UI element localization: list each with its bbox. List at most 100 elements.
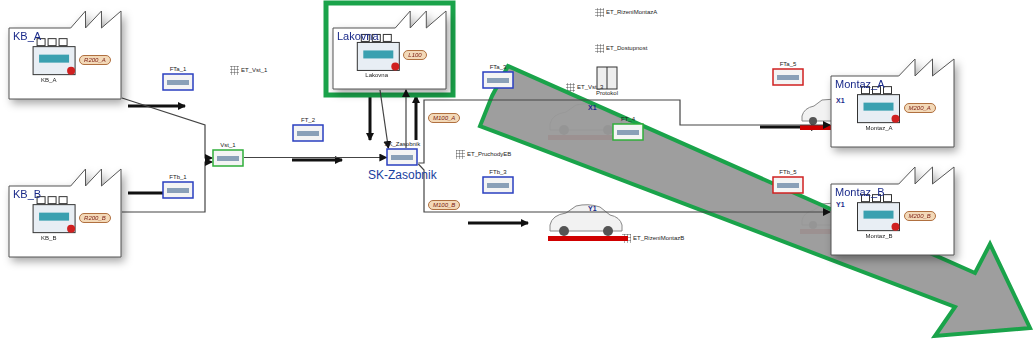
station-box: SK_ZasobnikSK-Zasobnik	[368, 141, 437, 182]
machine-icon	[884, 195, 892, 202]
station-icon	[482, 176, 514, 194]
car-label: X1	[836, 97, 845, 104]
resource-oval: M200_A	[904, 103, 936, 113]
station-label: FTa_3	[482, 64, 514, 70]
station-icon	[162, 73, 194, 91]
factory-shape	[9, 169, 121, 257]
station-label: FTb_5	[772, 169, 804, 175]
highlight-frame	[326, 3, 453, 95]
factory-sublabel: Montaz_B	[866, 233, 893, 239]
factory-outline	[830, 164, 955, 256]
protocol-label: Protokol	[596, 90, 618, 96]
station-box: Protokol	[596, 66, 618, 97]
factory-shape	[9, 11, 121, 99]
machine-icon	[39, 55, 69, 63]
station-frame	[773, 177, 803, 193]
factory-box: KB_AR200_AKB_A	[8, 8, 122, 100]
machine-icon	[864, 103, 894, 111]
element-label: ET_Vst_1	[241, 67, 267, 73]
station-label: FT_4	[612, 116, 644, 122]
element-label: ET_RizeniMontazA	[606, 9, 657, 15]
factory-box: KB_BR200_BKB_B	[8, 166, 122, 258]
factory-shape	[831, 59, 954, 147]
station-icon	[772, 68, 804, 86]
element-label: ET_RizeniMontazB	[633, 235, 684, 241]
conveyor	[617, 130, 639, 135]
machine-icon	[33, 205, 75, 233]
flow-connector	[122, 98, 212, 158]
conveyor	[777, 183, 799, 188]
conveyor	[487, 183, 509, 188]
element-label: ET_Dostupnost	[606, 45, 647, 51]
factory-title: KB_A	[13, 30, 41, 42]
buffer-title: SK-Zasobnik	[368, 168, 437, 182]
machine-icon	[67, 67, 75, 75]
machine-icon	[48, 197, 56, 204]
resource-oval: L100	[403, 50, 426, 60]
station-frame	[293, 125, 323, 141]
conveyor	[777, 75, 799, 80]
station-icon	[212, 149, 244, 167]
resource-oval: M200_B	[904, 211, 936, 221]
car-label: Y1	[836, 201, 845, 208]
machine-icon	[67, 225, 75, 233]
machine-icon	[884, 87, 892, 94]
factory-outline	[332, 8, 447, 90]
machine-icon	[892, 115, 900, 123]
station-box: FTa_3	[482, 64, 514, 89]
station-label: FTa_5	[772, 61, 804, 67]
conveyor	[297, 131, 319, 136]
protocol-book	[607, 67, 608, 89]
station-label: FTa_1	[162, 66, 194, 72]
flow-connector	[418, 164, 830, 212]
flow-connector	[405, 90, 406, 148]
car-label: X1	[588, 104, 597, 111]
station-frame	[213, 150, 243, 166]
machine-icon	[39, 213, 69, 221]
factory-title: Montaz_B	[835, 186, 885, 198]
factory-shape	[333, 11, 446, 89]
conveyor	[217, 156, 239, 161]
station-icon	[162, 181, 194, 199]
machine-icon	[892, 223, 900, 231]
station-label: SK_Zasobnik	[368, 141, 437, 147]
station-label: FTb_3	[482, 169, 514, 175]
machine-icon	[864, 211, 894, 219]
flow-connector	[380, 90, 388, 148]
station-icon	[612, 123, 644, 141]
factory-outline	[830, 56, 955, 148]
factory-sublabel: KB_A	[41, 77, 56, 83]
station-label: Vst_1	[212, 142, 244, 148]
machine-icon	[48, 39, 56, 46]
station-label: FTb_1	[162, 174, 194, 180]
station-box: Vst_1	[212, 142, 244, 167]
flow-connector	[244, 157, 386, 158]
factory-sublabel: KB_B	[41, 235, 56, 241]
station-box: FT_2	[292, 117, 324, 142]
factory-box: Montaz_B M200_B Montaz_B	[830, 164, 955, 256]
conveyor	[391, 155, 413, 160]
station-icon	[482, 71, 514, 89]
factory-box: LakovnaL100Lakovna	[332, 8, 447, 90]
station-box: FTb_1	[162, 174, 194, 199]
flow-connector	[122, 162, 212, 212]
station-frame	[773, 69, 803, 85]
station-frame	[483, 177, 513, 193]
station-box: FT_4	[612, 116, 644, 141]
flow-connector	[418, 100, 830, 163]
machine-icon	[59, 39, 67, 46]
conveyor	[167, 80, 189, 85]
element-label: ET_Vst_3	[577, 84, 603, 90]
machine-icon	[363, 50, 393, 58]
station-frame	[163, 74, 193, 90]
machine-icon	[33, 47, 75, 75]
station-icon	[292, 124, 324, 142]
factory-shape	[831, 167, 954, 255]
conveyor	[167, 188, 189, 193]
machine-icon	[391, 62, 399, 70]
station-box: FTa_1	[162, 66, 194, 91]
machine-icon	[383, 34, 391, 41]
machine-icon	[59, 197, 67, 204]
station-frame	[387, 149, 417, 165]
